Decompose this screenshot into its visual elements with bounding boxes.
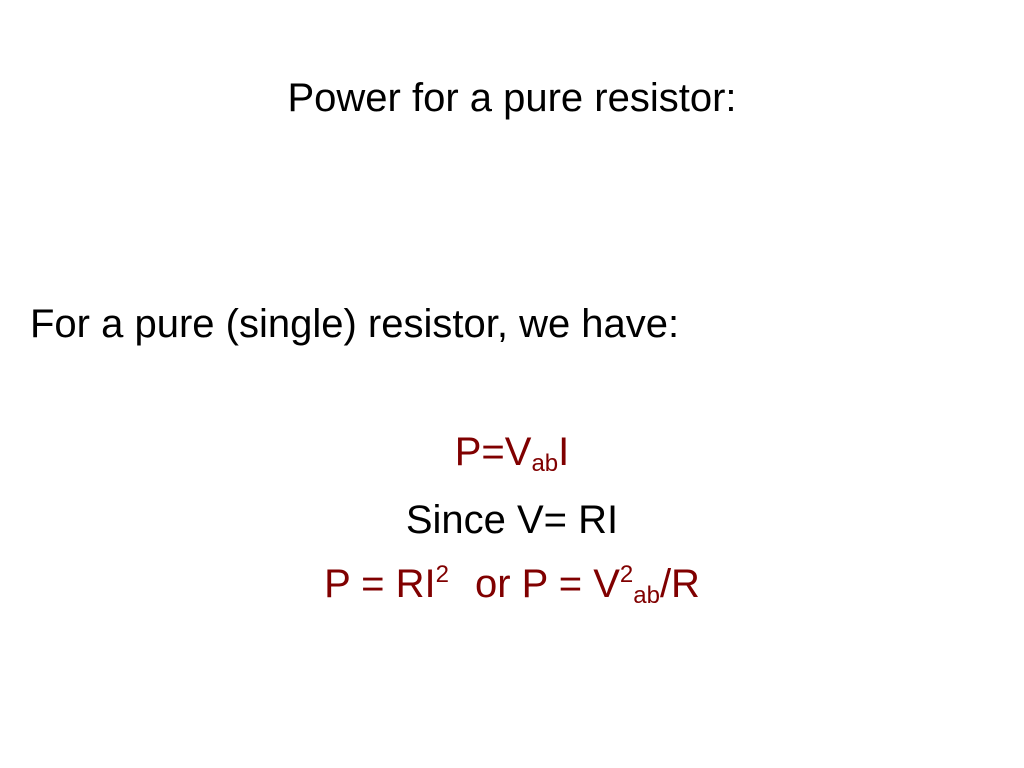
divide-by-resistance: /R (659, 562, 700, 606)
power-equation: P=VabI (0, 426, 1024, 478)
current-exponent: 2 (435, 561, 449, 588)
voltage-exponent: 2 (619, 561, 634, 588)
power-equation-current: I (558, 430, 570, 474)
intro-text: For a pure (single) resistor, we have: (30, 302, 680, 346)
power-ri-squared: P = RI (324, 562, 436, 606)
voltage-subscript: ab (531, 450, 559, 477)
power-v-squared: or P = V (474, 562, 620, 606)
slide-title: Power for a pure resistor: (287, 76, 737, 120)
voltage-subscript-ab: ab (633, 582, 660, 609)
ohms-law-line: Since V= RI (405, 498, 619, 542)
power-equation-lhs: P=V (454, 430, 532, 474)
